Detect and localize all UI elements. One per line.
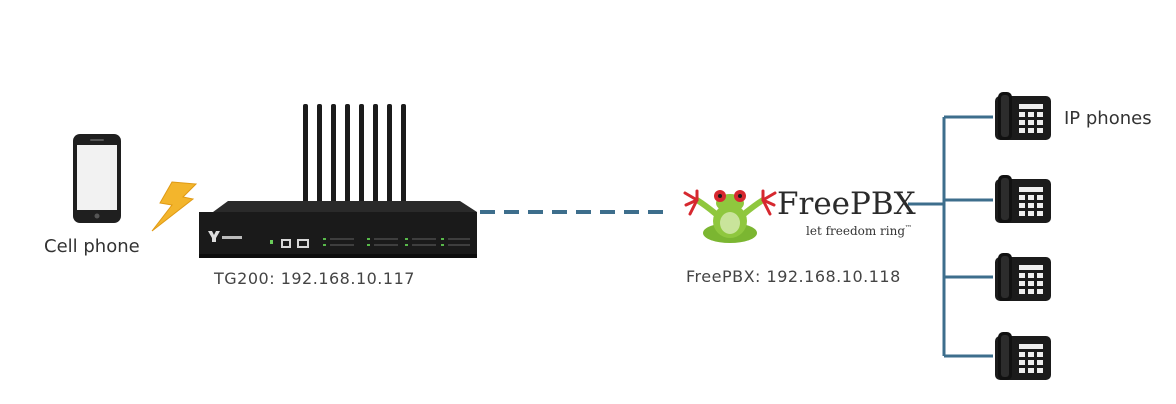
trademark-mark: ™ bbox=[905, 224, 913, 232]
cell-phone-label: Cell phone bbox=[44, 236, 140, 257]
gateway-label: TG200: 192.168.10.117 bbox=[214, 269, 415, 288]
ip-phones-label: IP phones bbox=[1064, 108, 1152, 129]
freepbx-frog-logo bbox=[683, 189, 777, 243]
pbx-label: FreePBX: 192.168.10.118 bbox=[686, 267, 901, 286]
gateway-brand-logo bbox=[208, 231, 242, 242]
freepbx-logo-tagline: let freedom ring™ bbox=[806, 224, 912, 238]
lightning-bolt-icon bbox=[151, 181, 198, 232]
ip-desk-phone-icon bbox=[995, 175, 1051, 223]
freepbx-logo-text: FreePBX bbox=[777, 186, 916, 222]
tagline-text: let freedom ring bbox=[806, 224, 906, 238]
ip-desk-phone-icon bbox=[995, 92, 1051, 140]
ip-desk-phone-icon bbox=[995, 253, 1051, 301]
ip-phones-group bbox=[995, 92, 1051, 380]
pbx-phones-branch bbox=[908, 115, 993, 358]
ip-desk-phone-icon bbox=[995, 332, 1051, 380]
mobile-phone-icon bbox=[73, 134, 121, 223]
gsm-gateway-icon bbox=[199, 104, 477, 258]
